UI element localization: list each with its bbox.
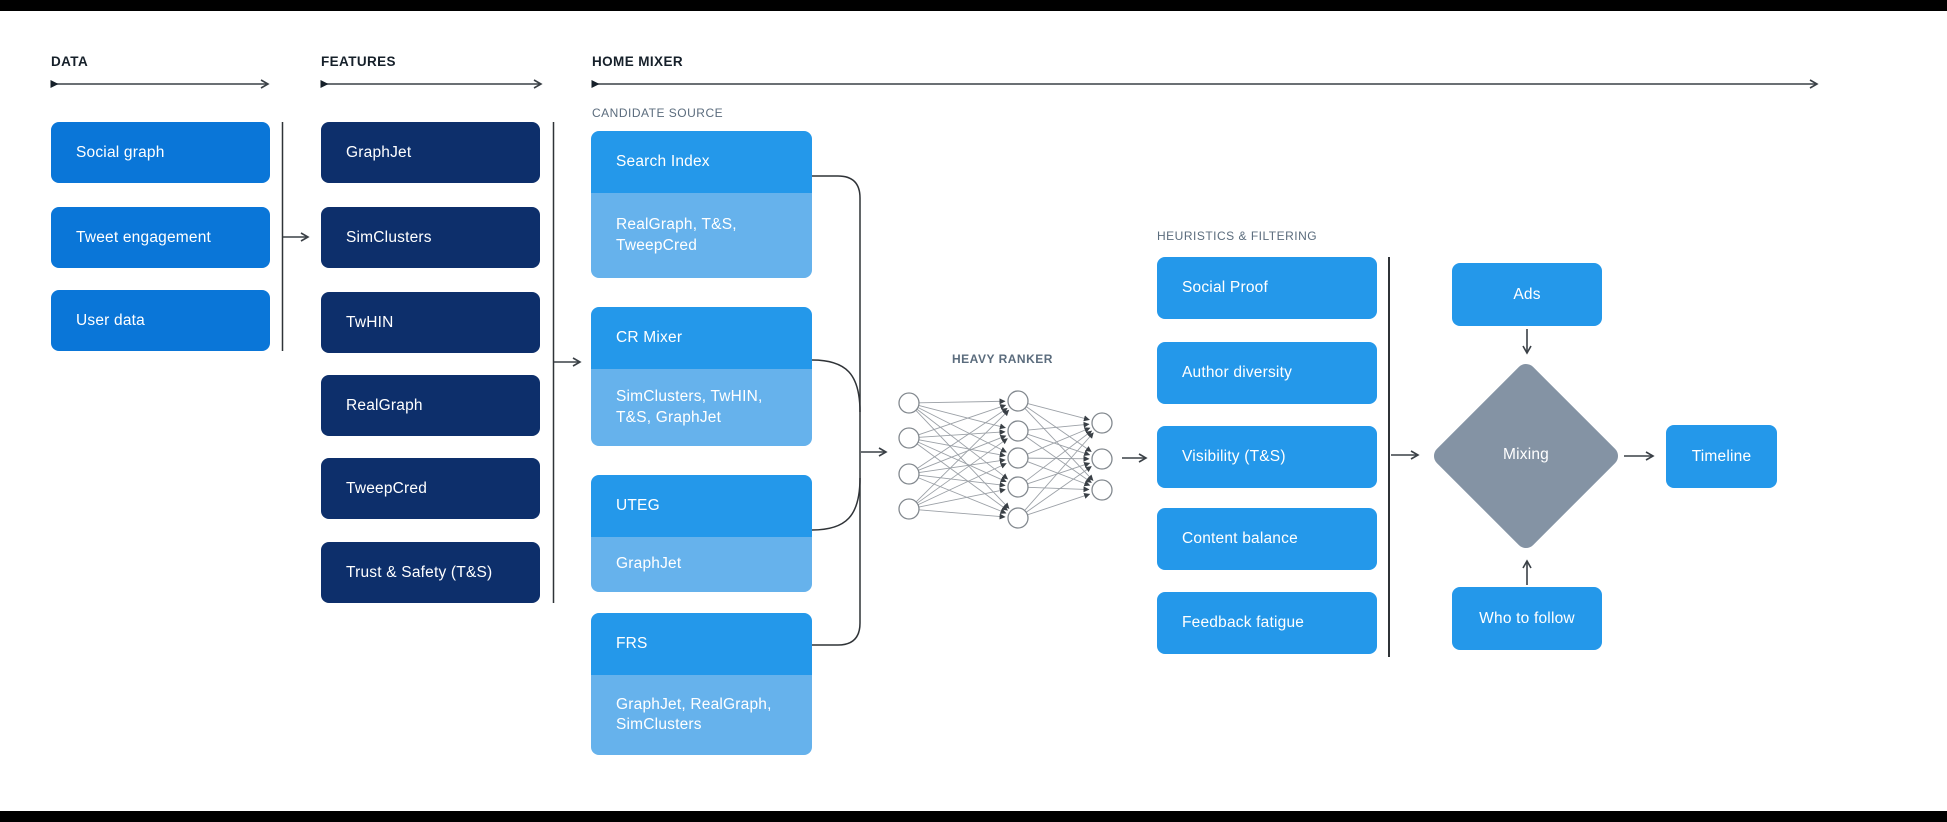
box-user-data: User data <box>51 290 270 351</box>
frs-connector <box>812 622 861 646</box>
box-twhin: TwHIN <box>321 292 540 353</box>
candidate-search-index-sources-label: RealGraph, T&S, TweepCred <box>616 216 737 254</box>
candidate-cr-mixer-sources-label: SimClusters, TwHIN, T&S, GraphJet <box>616 388 763 426</box>
candidate-cr-mixer-sources: SimClusters, TwHIN, T&S, GraphJet <box>591 369 812 446</box>
features-section-title: FEATURES <box>321 54 396 69</box>
data-section-title: DATA <box>51 54 89 69</box>
candidate-group-uteg: UTEG GraphJet <box>591 475 812 592</box>
box-graphjet: GraphJet <box>321 122 540 183</box>
candidate-uteg-sources: GraphJet <box>591 537 812 592</box>
top-black-bar <box>0 0 1947 11</box>
home-mixer-section-title: HOME MIXER <box>592 54 684 69</box>
ads-box: Ads <box>1452 263 1602 326</box>
box-simclusters: SimClusters <box>321 207 540 268</box>
heuristic-visibility-label: Visibility (T&S) <box>1182 448 1286 465</box>
box-social-graph-label: Social graph <box>76 143 165 161</box>
candidate-source-label: CANDIDATE SOURCE <box>592 106 724 120</box>
candidate-frs-sources-label: GraphJet, RealGraph, SimClusters <box>616 695 772 733</box>
candidate-frs-label: FRS <box>616 635 648 652</box>
heuristic-social-proof-label: Social Proof <box>1182 279 1268 296</box>
candidate-uteg-label: UTEG <box>616 497 660 514</box>
heuristic-content-balance-label: Content balance <box>1182 530 1298 547</box>
box-tweepcred: TweepCred <box>321 458 540 519</box>
who-to-follow-box: Who to follow <box>1452 587 1602 650</box>
candidate-group-frs: FRS GraphJet, RealGraph, SimClusters <box>591 613 812 755</box>
box-tweet-engagement: Tweet engagement <box>51 207 270 268</box>
candidate-search-index: Search Index <box>591 131 812 193</box>
neural-network-graphic <box>898 390 1113 529</box>
candidate-uteg: UTEG <box>591 475 812 537</box>
heuristics-filtering-label: HEURISTICS & FILTERING <box>1157 229 1318 243</box>
heavy-ranker-label: HEAVY RANKER <box>952 352 1053 366</box>
candidate-cr-mixer-label: CR Mixer <box>616 329 683 346</box>
candidate-search-index-sources: RealGraph, T&S, TweepCred <box>591 193 812 278</box>
mixing-diamond-label: Mixing <box>1503 446 1549 463</box>
heuristic-visibility: Visibility (T&S) <box>1157 426 1377 488</box>
box-trust-safety: Trust & Safety (T&S) <box>321 542 540 603</box>
box-simclusters-label: SimClusters <box>346 228 432 246</box>
heuristic-feedback-fatigue: Feedback fatigue <box>1157 592 1377 654</box>
candidate-cr-mixer: CR Mixer <box>591 307 812 369</box>
box-tweepcred-label: TweepCred <box>346 479 428 497</box>
timeline-box: Timeline <box>1666 425 1777 488</box>
search-index-connector <box>812 175 861 199</box>
bottom-black-bar <box>0 811 1947 822</box>
candidate-group-cr-mixer: CR Mixer SimClusters, TwHIN, T&S, GraphJ… <box>591 307 812 446</box>
candidate-uteg-sources-label: GraphJet <box>616 555 682 573</box>
who-to-follow-box-label: Who to follow <box>1479 609 1575 627</box>
heuristic-content-balance: Content balance <box>1157 508 1377 570</box>
heuristic-social-proof: Social Proof <box>1157 257 1377 319</box>
box-user-data-label: User data <box>76 311 145 329</box>
box-realgraph: RealGraph <box>321 375 540 436</box>
box-twhin-label: TwHIN <box>346 313 394 331</box>
heuristic-feedback-fatigue-label: Feedback fatigue <box>1182 614 1305 631</box>
candidate-frs: FRS <box>591 613 812 675</box>
heuristic-author-diversity-label: Author diversity <box>1182 364 1293 381</box>
box-social-graph: Social graph <box>51 122 270 183</box>
box-tweet-engagement-label: Tweet engagement <box>76 228 212 246</box>
candidate-group-search-index: Search Index RealGraph, T&S, TweepCred <box>591 131 812 278</box>
box-realgraph-label: RealGraph <box>346 396 423 414</box>
box-trust-safety-label: Trust & Safety (T&S) <box>346 563 493 581</box>
uteg-connector <box>811 477 861 531</box>
timeline-box-label: Timeline <box>1691 447 1752 465</box>
candidate-frs-sources: GraphJet, RealGraph, SimClusters <box>591 675 812 755</box>
cr-mixer-connector <box>811 359 861 413</box>
box-graphjet-label: GraphJet <box>346 143 412 161</box>
heuristic-author-diversity: Author diversity <box>1157 342 1377 404</box>
candidate-search-index-label: Search Index <box>616 153 710 170</box>
ads-box-label: Ads <box>1513 285 1541 303</box>
